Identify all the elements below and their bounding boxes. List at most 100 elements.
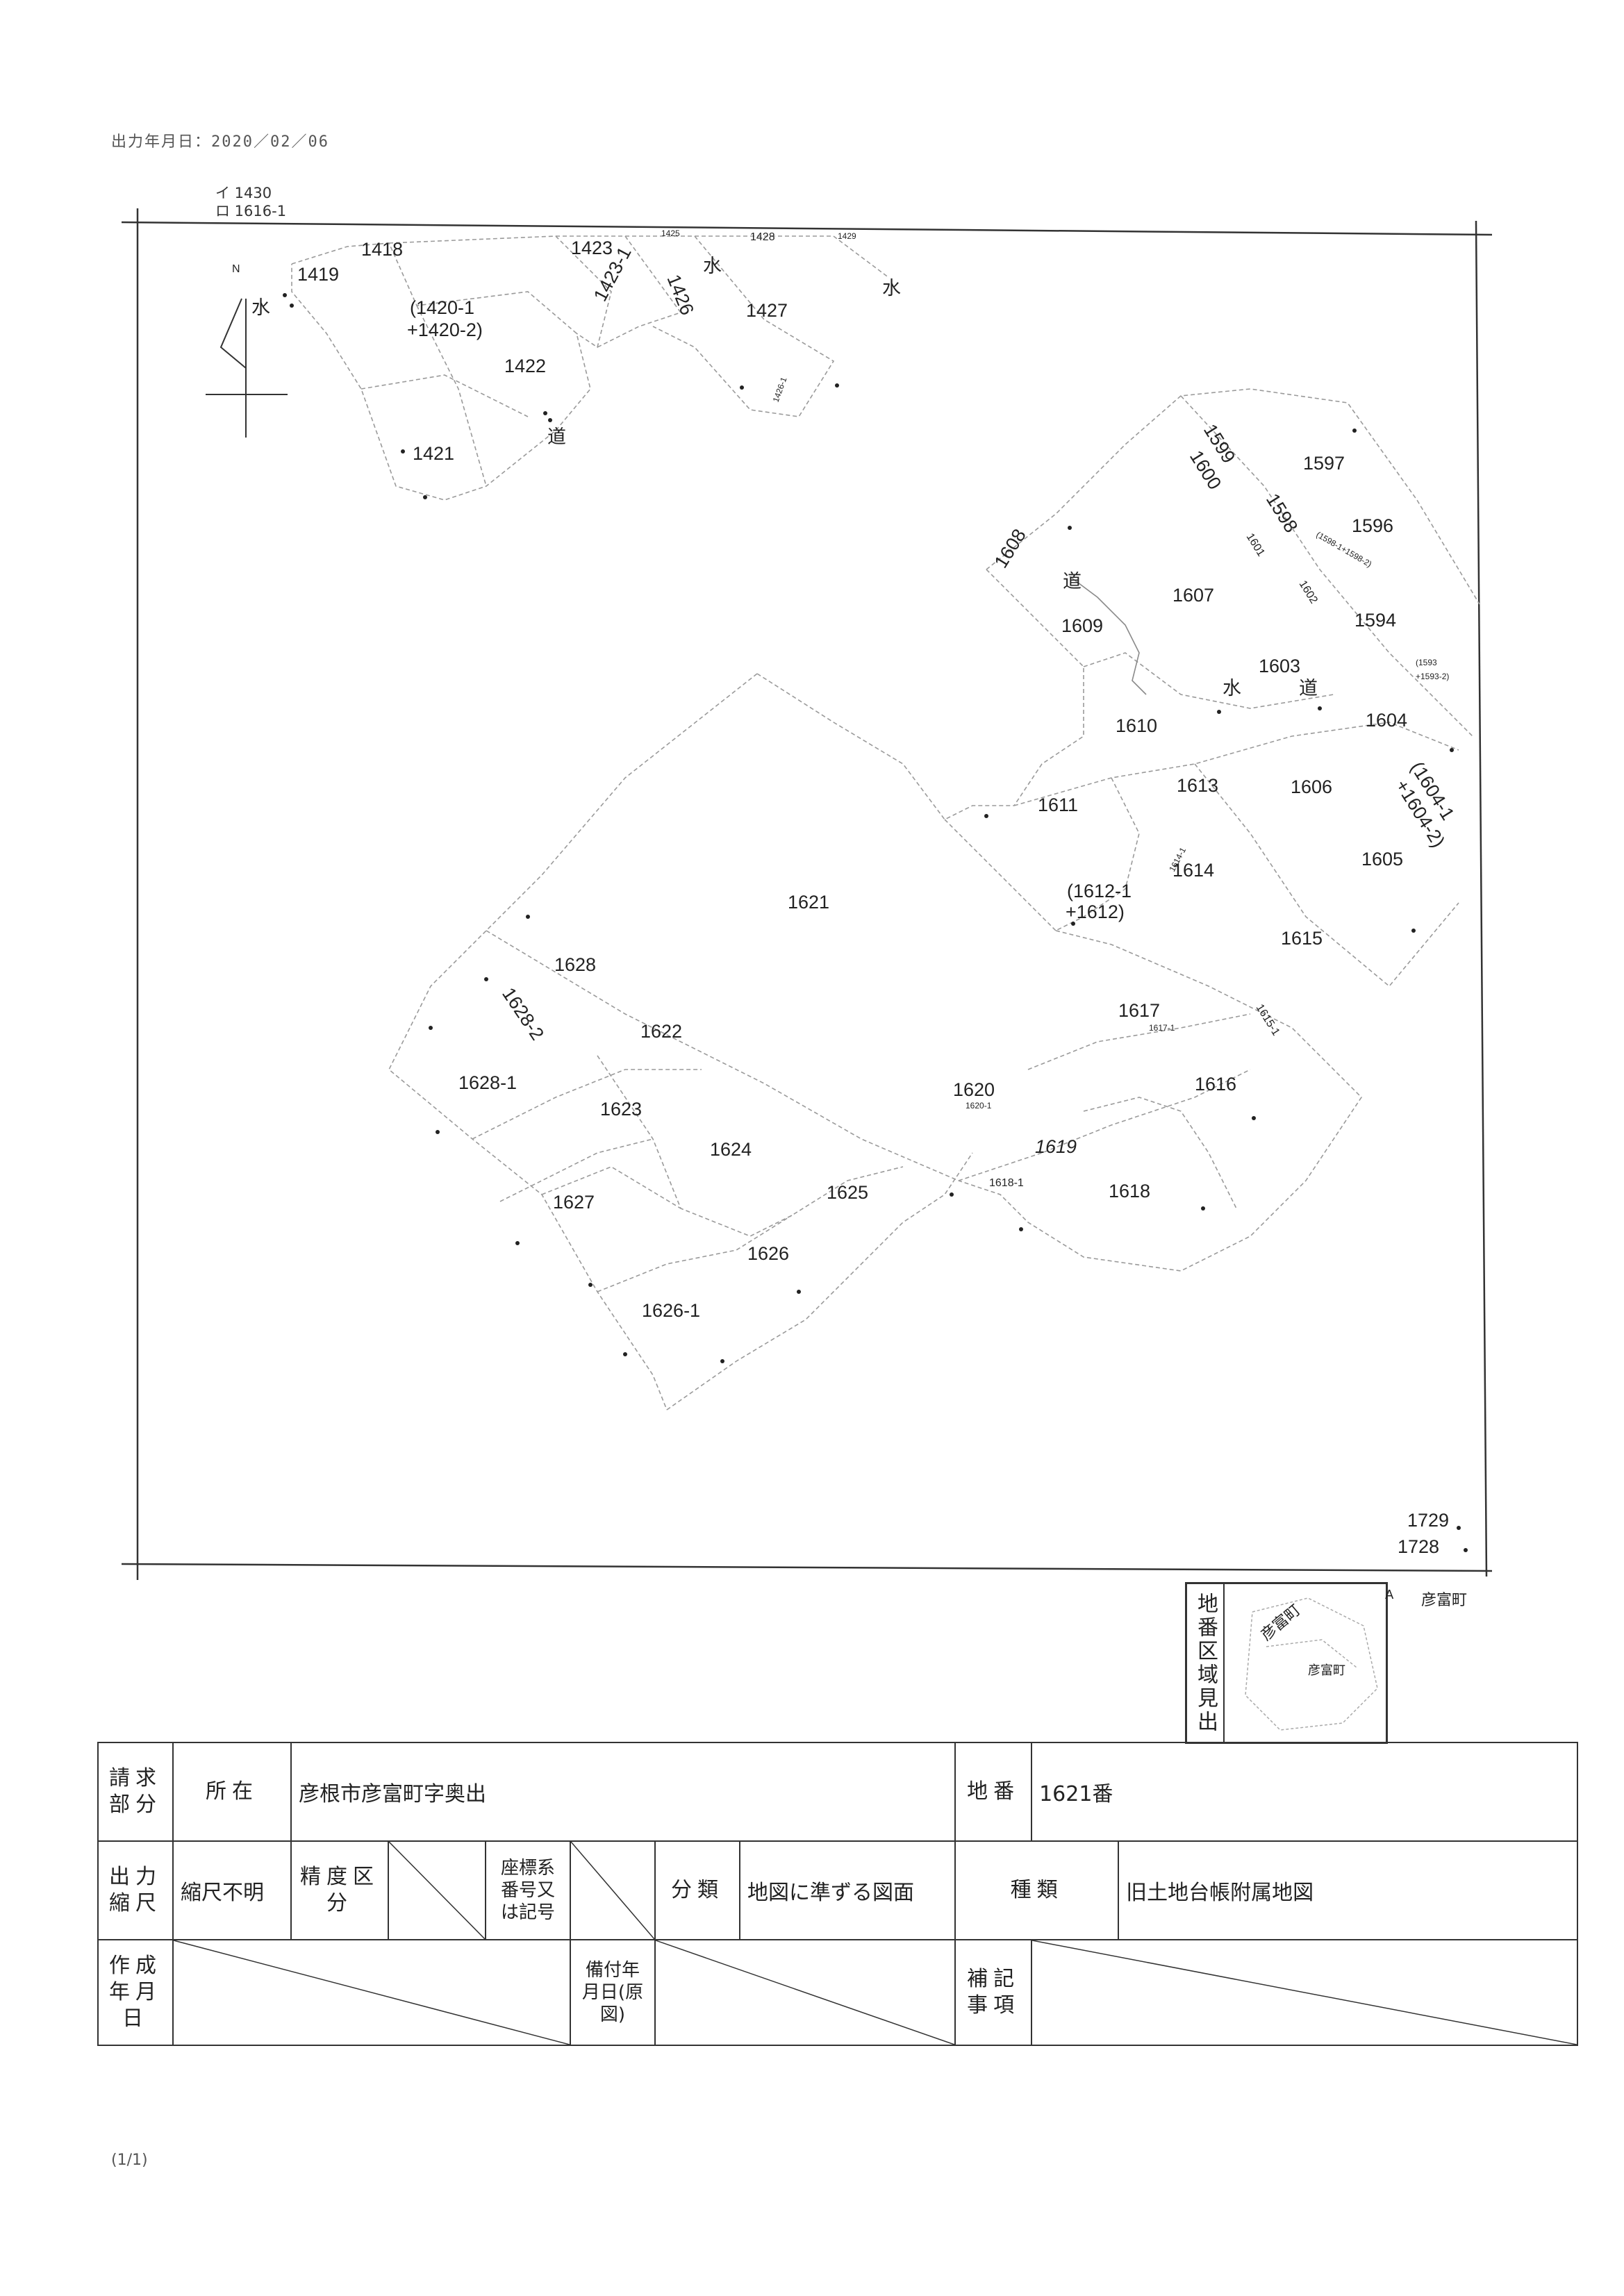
water-symbol: 水 bbox=[1223, 678, 1241, 699]
precision-label: 精度区分 bbox=[290, 1840, 389, 1940]
parcel-boundary bbox=[1083, 1097, 1237, 1209]
parcel-boundary bbox=[416, 305, 487, 487]
attached-value-blank bbox=[654, 1939, 956, 2046]
printed-date: 出力年月日：2020／02／06 bbox=[111, 133, 329, 151]
parcel-boundary bbox=[291, 242, 591, 501]
created-label: 作成年月日 bbox=[97, 1939, 174, 2046]
parcel-boundary bbox=[388, 673, 758, 1411]
parcel-label: 1604 bbox=[1366, 710, 1407, 731]
parcel-boundary bbox=[388, 235, 612, 349]
parcel-label: 1422 bbox=[504, 356, 546, 376]
parcel-label: 1426-1 bbox=[771, 376, 789, 404]
parcel-label: 1598 bbox=[1262, 490, 1302, 536]
parcel-label: 1617-1 bbox=[1149, 1023, 1175, 1033]
parcel-label: 1425 bbox=[661, 228, 680, 238]
parcel-boundary bbox=[597, 1215, 793, 1292]
precision-value-blank bbox=[388, 1840, 486, 1940]
index-map-drawing: 彦富町 彦富町 bbox=[1245, 1597, 1378, 1731]
legend-line-i: イ 1430 bbox=[215, 185, 272, 201]
parcel-label: 1626 bbox=[747, 1243, 789, 1264]
parcel-label: 1628-1 bbox=[458, 1072, 517, 1093]
parcel-label: 1603 bbox=[1259, 656, 1300, 676]
parcel-label: 1423 bbox=[571, 238, 613, 258]
request-section-label: 請求部分 bbox=[97, 1742, 174, 1842]
water-symbol: 水 bbox=[703, 256, 722, 277]
water-symbol: 水 bbox=[882, 278, 901, 299]
parcel-label: 1618-1 bbox=[989, 1177, 1024, 1189]
parcel-label: 1622 bbox=[640, 1021, 682, 1042]
parcel-label: 1428 bbox=[750, 231, 775, 243]
parcel-label: 1616 bbox=[1195, 1074, 1236, 1095]
parcel-label: 1419 bbox=[297, 264, 339, 285]
record-info-table: 請求部分 所在 彦根市彦富町字奥出 地番 1621番 出力縮尺 縮尺不明 精度区… bbox=[97, 1742, 1579, 2046]
parcel-label: 1421 bbox=[413, 443, 454, 464]
parcel-label: 1610 bbox=[1116, 715, 1157, 736]
parcel-boundary bbox=[1013, 722, 1459, 806]
class-label: 分類 bbox=[654, 1840, 740, 1940]
map-frame-right bbox=[1475, 220, 1488, 1577]
parcel-label: 1625 bbox=[827, 1182, 868, 1203]
parcel-label: 1613 bbox=[1177, 775, 1218, 796]
output-scale-value: 縮尺不明 bbox=[172, 1840, 292, 1940]
map-frame-top bbox=[121, 221, 1493, 236]
parcel-boundary bbox=[499, 1138, 654, 1202]
parcel-boundary bbox=[986, 569, 1084, 806]
parcel-label: 1608 bbox=[991, 525, 1030, 572]
parcel-boundary bbox=[361, 374, 529, 417]
parcel-label: +1420-2) bbox=[407, 319, 483, 340]
location-label: 所在 bbox=[172, 1742, 292, 1842]
notes-label: 補記事項 bbox=[954, 1939, 1033, 2046]
parcel-label: 1601 bbox=[1244, 531, 1267, 558]
road-symbol: 道 bbox=[1063, 571, 1082, 592]
parcel-boundary bbox=[1194, 763, 1459, 988]
road-symbol: 道 bbox=[1299, 678, 1318, 699]
index-map-box: 地番区域見出 彦富町 彦富町 bbox=[1185, 1582, 1388, 1744]
created-value-blank bbox=[172, 1939, 571, 2046]
parcel-label: (1420-1 bbox=[410, 297, 474, 318]
road-symbol: 道 bbox=[547, 426, 566, 448]
parcel-label: 1614 bbox=[1173, 860, 1214, 881]
coord-label: 座標系番号又は記号 bbox=[485, 1840, 571, 1940]
index-map-title: 地番区域見出 bbox=[1187, 1584, 1225, 1742]
map-frame-bottom bbox=[121, 1563, 1493, 1572]
parcel-boundary bbox=[1055, 777, 1140, 931]
index-outside-mark: A bbox=[1385, 1588, 1394, 1602]
parcel-label: 1623 bbox=[600, 1099, 642, 1120]
parcel-label: 1602 bbox=[1297, 579, 1320, 606]
notes-value-blank bbox=[1031, 1939, 1579, 2046]
parcel-boundary bbox=[1083, 652, 1334, 709]
parcel-boundary bbox=[756, 673, 1014, 821]
parcel-boundary bbox=[695, 235, 890, 278]
parcel-boundary bbox=[486, 930, 959, 1181]
north-label: N bbox=[232, 263, 240, 275]
parcel-label: 1618 bbox=[1109, 1181, 1150, 1201]
parcel-label: 1418 bbox=[361, 239, 403, 260]
attached-label: 備付年月日(原図) bbox=[570, 1939, 656, 2046]
parcel-label: 1620-1 bbox=[966, 1101, 992, 1110]
north-arrow-icon bbox=[206, 298, 288, 438]
parcel-label: 1429 bbox=[838, 231, 856, 241]
parcel-label: 1605 bbox=[1361, 849, 1403, 870]
parcel-boundary bbox=[541, 1166, 681, 1209]
parcel-label: 1624 bbox=[710, 1139, 752, 1160]
road-line bbox=[1069, 576, 1147, 695]
parcel-boundary bbox=[1027, 1013, 1251, 1070]
index-outside-label: 彦富町 bbox=[1421, 1592, 1468, 1609]
parcel-label: 1619 bbox=[1035, 1136, 1077, 1157]
parcel-boundary bbox=[958, 930, 1363, 1272]
parcel-label: 1728 bbox=[1398, 1536, 1439, 1557]
location-value: 彦根市彦富町字奥出 bbox=[290, 1742, 956, 1842]
parcel-boundary bbox=[1180, 395, 1473, 737]
parcel-label: 1609 bbox=[1061, 615, 1103, 636]
parcel-label: (1593 bbox=[1416, 658, 1437, 667]
parcel-label: 1615 bbox=[1281, 928, 1323, 949]
parcel-label: 1628 bbox=[554, 954, 596, 975]
parcel-label: 1620 bbox=[953, 1079, 995, 1100]
parcel-label: 1611 bbox=[1038, 795, 1078, 815]
parcel-label: 1427 bbox=[746, 300, 788, 321]
page-count: (1/1) bbox=[111, 2152, 148, 2169]
parcel-label: 1607 bbox=[1173, 585, 1214, 606]
index-label-b: 彦富町 bbox=[1308, 1663, 1345, 1678]
legend-line-ro: ロ 1616-1 bbox=[215, 203, 287, 219]
parcel-boundary bbox=[944, 819, 1057, 931]
